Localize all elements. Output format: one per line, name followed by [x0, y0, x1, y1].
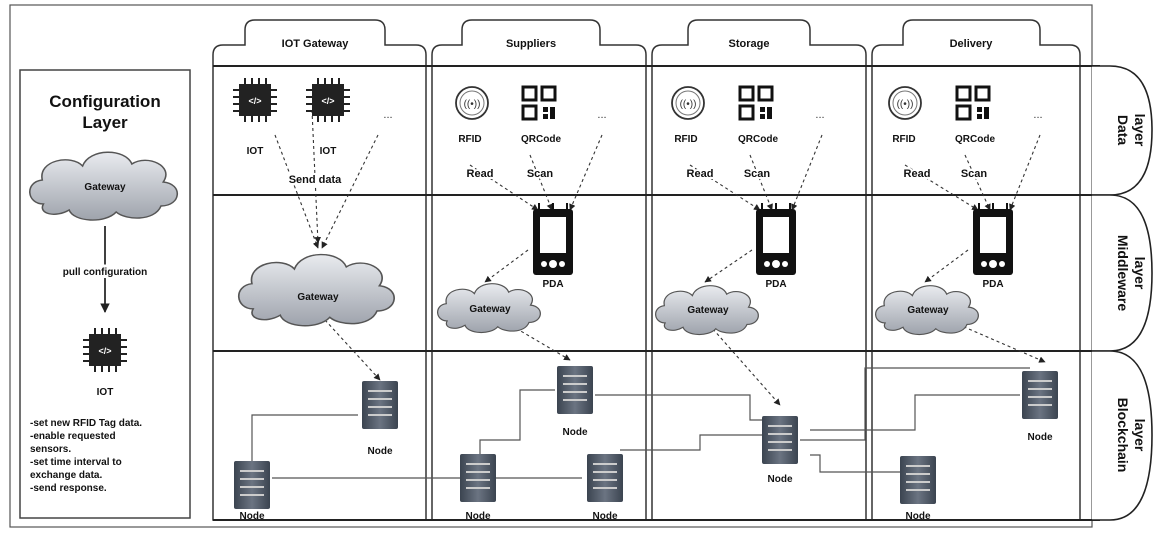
pda-label: PDA — [982, 279, 1003, 290]
svg-text:</>: </> — [321, 96, 334, 106]
pda-label: PDA — [765, 279, 786, 290]
gateway-cloud — [29, 151, 179, 221]
node-label: Node — [563, 427, 588, 438]
rfid-label: RFID — [458, 134, 481, 145]
node-label: Node — [368, 446, 393, 457]
config-note: sensors. — [30, 444, 71, 455]
config-note: -set time interval to — [30, 457, 122, 468]
layer-tab-blockchain — [1092, 350, 1153, 521]
config-title: Layer — [82, 113, 128, 132]
scan-label: Scan — [744, 168, 771, 180]
config-layer-panel — [19, 69, 191, 519]
gateway-cloud — [875, 285, 979, 336]
tab-iot-gateway: IOT Gateway — [282, 38, 350, 50]
pda-icon — [756, 203, 796, 275]
config-note: -enable requested — [30, 431, 116, 442]
scan-label: Scan — [961, 168, 988, 180]
gateway-cloud — [437, 283, 541, 334]
gateway-label: Gateway — [907, 305, 949, 316]
svg-text:((•)): ((•)) — [464, 99, 481, 110]
layer-label-middleware: Middleware — [1115, 235, 1131, 311]
scan-label: Scan — [527, 168, 554, 180]
rfid-label: RFID — [892, 134, 915, 145]
server-node-icon — [1022, 371, 1058, 419]
server-node-icon — [762, 416, 798, 464]
svg-text:</>: </> — [98, 346, 111, 356]
ellipsis: ... — [383, 109, 392, 121]
ellipsis: ... — [815, 109, 824, 121]
iot-chip-icon: </> — [233, 78, 277, 122]
pda-label: PDA — [542, 279, 563, 290]
gateway-cloud — [655, 285, 759, 336]
iot-label: IOT — [320, 146, 337, 157]
layer-tab-middleware — [1092, 194, 1153, 352]
node-label: Node — [240, 511, 265, 522]
rfid-icon: ((•)) — [455, 86, 489, 120]
qrcode-icon — [738, 85, 774, 121]
column-tabs — [212, 19, 1081, 521]
ellipsis: ... — [1033, 109, 1042, 121]
layer-label-blockchain: layer — [1132, 419, 1148, 452]
svg-text:((•)): ((•)) — [897, 99, 914, 110]
qrcode-label: QRCode — [738, 134, 778, 145]
read-label: Read — [904, 168, 931, 180]
gateway-cloud — [237, 253, 395, 327]
config-note: -send response. — [30, 483, 107, 494]
gateway-label: Gateway — [469, 304, 511, 315]
layer-label-data: Data — [1115, 115, 1131, 146]
gateway-label: Gateway — [84, 182, 126, 193]
node-label: Node — [768, 474, 793, 485]
gateway-label: Gateway — [297, 292, 339, 303]
iot-chip-icon: </> — [306, 78, 350, 122]
pda-icon — [533, 203, 573, 275]
config-note: exchange data. — [30, 470, 102, 481]
node-label: Node — [1028, 432, 1053, 443]
config-title: Configuration — [49, 92, 160, 111]
pda-icon — [973, 203, 1013, 275]
data-flow-arrows — [274, 109, 1046, 406]
layer-label-middleware: layer — [1132, 257, 1148, 290]
layer-label-data: layer — [1132, 114, 1148, 147]
server-node-icon — [557, 366, 593, 414]
iot-label: IOT — [97, 387, 114, 398]
tab-delivery: Delivery — [950, 38, 994, 50]
server-node-icon — [460, 454, 496, 502]
qrcode-label: QRCode — [521, 134, 561, 145]
svg-text:((•)): ((•)) — [680, 99, 697, 110]
qrcode-icon — [955, 85, 991, 121]
iot-label: IOT — [247, 146, 264, 157]
layer-tab-data — [1092, 65, 1153, 196]
server-node-icon — [587, 454, 623, 502]
rfid-label: RFID — [674, 134, 697, 145]
server-node-icon — [362, 381, 398, 429]
tab-suppliers: Suppliers — [506, 38, 556, 50]
pull-config-label: pull configuration — [63, 267, 147, 278]
node-label: Node — [906, 511, 931, 522]
ellipsis: ... — [597, 109, 606, 121]
iot-chip-icon: </> — [83, 328, 127, 372]
read-label: Read — [687, 168, 714, 180]
node-label: Node — [466, 511, 491, 522]
rfid-icon: ((•)) — [671, 86, 705, 120]
server-node-icon — [234, 461, 270, 509]
node-label: Node — [593, 511, 618, 522]
layer-label-blockchain: Blockchain — [1115, 398, 1131, 473]
read-label: Read — [467, 168, 494, 180]
gateway-label: Gateway — [687, 305, 729, 316]
server-node-icon — [900, 456, 936, 504]
rfid-icon: ((•)) — [888, 86, 922, 120]
config-note: -set new RFID Tag data. — [30, 418, 142, 429]
svg-text:</>: </> — [248, 96, 261, 106]
send-data-label: Send data — [289, 174, 342, 186]
qrcode-icon — [521, 85, 557, 121]
tab-storage: Storage — [729, 38, 770, 50]
qrcode-label: QRCode — [955, 134, 995, 145]
